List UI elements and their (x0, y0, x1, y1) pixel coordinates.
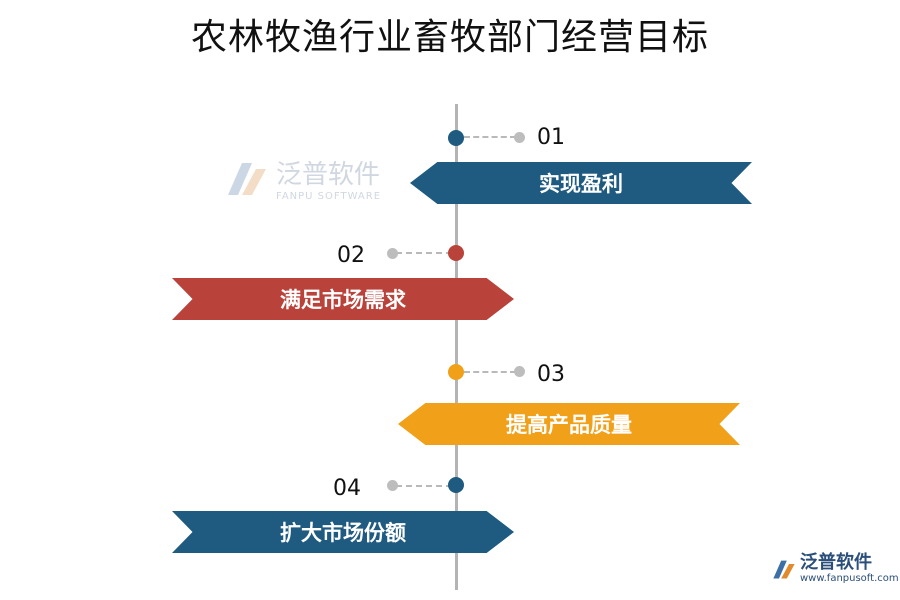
dot-04 (448, 477, 464, 493)
dot-01 (448, 130, 464, 146)
connector-01 (464, 136, 516, 138)
banner-label-04: 扩大市场份额 (280, 520, 406, 545)
banner-03: 提高产品质量 (398, 403, 740, 445)
item-number-03: 03 (537, 362, 565, 387)
end-dot-03 (514, 366, 525, 377)
timeline-axis (455, 104, 458, 590)
corner-url: www.fanpusoft.com (800, 573, 899, 584)
banner-04: 扩大市场份额 (172, 511, 514, 553)
watermark-brand: 泛普软件 (276, 160, 381, 190)
banner-01: 实现盈利 (410, 162, 752, 204)
connector-04 (396, 485, 452, 487)
fanpu-logo-icon (773, 560, 795, 579)
item-number-04: 04 (333, 476, 361, 501)
connector-02 (396, 252, 452, 254)
banner-label-01: 实现盈利 (539, 171, 623, 196)
item-number-01: 01 (537, 125, 565, 150)
center-watermark: 泛普软件 FANPU SOFTWARE (222, 154, 381, 202)
banner-label-03: 提高产品质量 (506, 412, 632, 437)
end-dot-02 (387, 248, 398, 259)
corner-brand: 泛普软件 (800, 552, 872, 573)
corner-watermark: 泛普软件 www.fanpusoft.com (770, 553, 899, 585)
page-title: 农林牧渔行业畜牧部门经营目标 (190, 17, 709, 58)
banner-label-02: 满足市场需求 (280, 287, 406, 312)
end-dot-04 (387, 480, 398, 491)
end-dot-01 (514, 132, 525, 143)
item-number-02: 02 (337, 243, 365, 268)
connector-03 (464, 371, 516, 373)
dot-03 (448, 364, 464, 380)
watermark-sub: FANPU SOFTWARE (276, 191, 382, 202)
dot-02 (448, 245, 464, 261)
banner-02: 满足市场需求 (172, 278, 514, 320)
fanpu-logo-icon (228, 163, 266, 195)
